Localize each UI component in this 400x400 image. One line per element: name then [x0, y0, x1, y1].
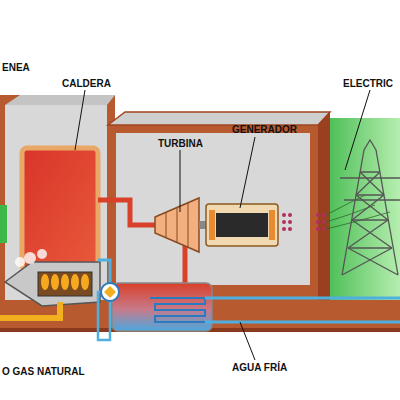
leader-line	[75, 90, 85, 150]
flame	[71, 274, 79, 290]
generator	[206, 204, 278, 246]
part-label: O GAS NATURAL	[2, 366, 85, 378]
generator-coil	[209, 210, 215, 240]
smoke	[15, 249, 47, 267]
terminal	[282, 227, 286, 231]
generator-coil	[269, 210, 275, 240]
flames	[41, 274, 89, 290]
feed-pipe	[98, 260, 110, 283]
smoke-puff	[15, 257, 25, 267]
building-roof	[108, 112, 330, 125]
cold-water-pipe	[205, 297, 400, 300]
terminal	[322, 220, 326, 224]
grid-background	[318, 118, 400, 300]
condenser-coil	[150, 298, 205, 322]
terminal	[322, 213, 326, 217]
flame	[81, 274, 89, 290]
leader-line	[240, 322, 255, 360]
flame	[51, 274, 59, 290]
blade	[166, 212, 167, 238]
turbine-blades	[166, 203, 188, 247]
terminal	[316, 213, 320, 217]
exhaust-pipe	[183, 244, 188, 286]
building-roof	[5, 95, 115, 105]
pump-impeller	[104, 286, 116, 298]
fire-grate	[38, 272, 92, 296]
pump	[101, 283, 119, 301]
terminal	[288, 227, 292, 231]
pylon	[340, 140, 400, 275]
terminal	[282, 213, 286, 217]
building-interior	[5, 105, 107, 305]
gas-pipe	[0, 302, 60, 318]
pylon-bars	[348, 172, 392, 248]
steam-pipe	[98, 200, 156, 225]
part-label: TURBINA	[158, 138, 203, 150]
pylon-legs	[342, 140, 398, 275]
terminal	[288, 213, 292, 217]
chimney-duct	[0, 205, 7, 243]
pylon-bracing	[342, 172, 398, 275]
terminals	[282, 213, 326, 231]
boiler	[22, 148, 98, 270]
leader-line	[180, 150, 181, 212]
part-label: ENEA	[2, 62, 30, 74]
flame	[61, 274, 69, 290]
terminal	[288, 220, 292, 224]
smoke-puff	[24, 252, 36, 264]
part-label: GENERADOR	[232, 124, 297, 136]
flame	[41, 274, 49, 290]
part-label: AGUA FRÍA	[232, 362, 287, 374]
blade	[188, 203, 189, 247]
generator-rotor	[216, 213, 268, 237]
building-interior	[116, 133, 310, 285]
terminal	[322, 227, 326, 231]
building-side	[318, 112, 330, 312]
blade	[177, 208, 178, 242]
smoke-puff	[37, 249, 47, 259]
part-label: CALDERA	[62, 78, 111, 90]
terminal	[316, 227, 320, 231]
leader-lines	[75, 90, 370, 360]
furnace	[5, 262, 100, 306]
building-wall	[0, 95, 115, 320]
leader-line	[240, 137, 255, 208]
cold-water-pipe	[205, 321, 400, 324]
terminal	[282, 220, 286, 224]
condenser	[112, 283, 212, 331]
leader-line	[345, 90, 370, 170]
part-label: ELECTRIC	[343, 78, 393, 90]
terminal	[316, 220, 320, 224]
turbine	[155, 198, 199, 252]
pylon-arms	[340, 178, 400, 200]
